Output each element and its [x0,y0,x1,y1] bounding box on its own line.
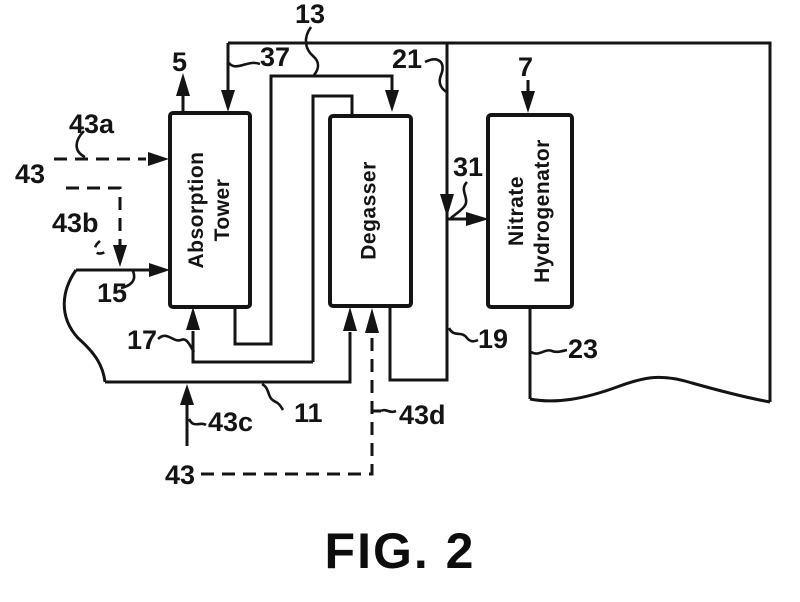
absorption-tower-label: Absorption Tower [170,113,250,307]
nitrate-hydrogenator-label: Nitrate Hydrogenator [490,115,570,307]
nitrate-hydrogenator-label-line2: Hydrogenator [531,139,554,283]
ref-label-37: 37 [260,42,291,72]
line-43a-dashed [54,152,169,166]
line-11-degasser-feed [105,307,357,384]
line-left-break-edge [62,269,107,383]
degasser-label-line1: Degasser [357,161,381,260]
ref-label-31: 31 [453,152,484,182]
leader-13 [304,26,320,76]
line-37-recycle [221,43,235,112]
leader-19 [447,327,479,343]
ref-label-43-left: 43 [15,159,46,189]
ref-label-13: 13 [295,0,326,29]
line-15-feed [76,263,170,277]
line-degasser-return-bridge [311,94,354,362]
absorption-tower-label-line2: Tower [211,178,234,242]
nitrate-hydrogenator-box [486,113,574,309]
ref-label-43b: 43b [52,208,99,238]
degasser-box [328,114,413,308]
degasser-label: Degasser [330,116,411,306]
line-17-return [186,307,313,364]
line-43b-dashed [66,186,127,267]
ref-label-43d: 43d [399,400,446,430]
ref-label-15: 15 [97,278,128,308]
ref-label-11: 11 [294,398,323,428]
line-13-top-manifold [228,41,772,402]
absorption-tower-box [168,111,252,309]
absorption-tower-label-line1: Absorption [184,151,208,269]
unit-boxes [168,111,574,309]
line-7-feed [521,80,535,113]
leader-43b [93,239,108,255]
leader-lines [75,26,568,427]
leader-43a [75,130,86,159]
figure-caption: FIG. 2 [324,523,476,579]
ref-label-23: 23 [568,334,599,364]
leader-15 [120,270,136,290]
ref-label-17: 17 [127,325,158,355]
line-21-branch [388,43,489,382]
leader-31 [450,181,469,219]
line-43c-injection [180,384,194,446]
leader-11 [261,382,285,411]
leader-23 [530,348,568,355]
leader-43d [380,408,397,414]
nitrate-hydrogenator-label-line1: Nitrate [504,175,528,247]
leader-37 [226,61,261,68]
ref-label-5: 5 [172,47,188,77]
leader-43c [187,418,207,427]
leader-21 [424,58,449,95]
ref-label-19: 19 [478,324,509,354]
line-43d-dashed [201,308,381,476]
line-bottom-break-edge [529,375,771,404]
leader-17 [157,334,196,353]
ref-label-43c: 43c [208,407,254,437]
line-5-vent [176,73,190,114]
ref-label-21: 21 [392,44,423,74]
line-tower-to-degasser [233,74,399,346]
ref-label-43a: 43a [69,109,115,139]
ref-label-7: 7 [518,52,534,82]
ref-label-43-bottom: 43 [165,460,196,490]
